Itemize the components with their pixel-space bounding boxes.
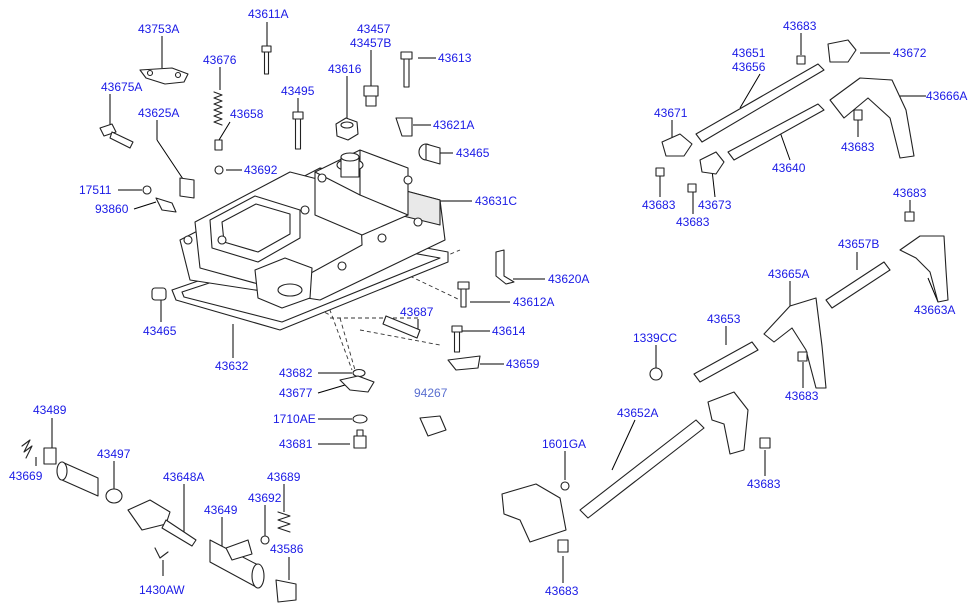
part-label: 43640 — [772, 161, 806, 175]
shift-rail-upper — [655, 39, 915, 193]
part-labels: 43753A 43611A 43457 43457B 43613 43676 4… — [9, 7, 967, 598]
part-label: 43683 — [747, 477, 781, 491]
part-label: 43656 — [732, 60, 766, 74]
part-label: 43632 — [215, 359, 249, 373]
part-label: 43614 — [492, 324, 526, 338]
part-label: 43658 — [230, 107, 264, 121]
part-label: 43652A — [617, 406, 658, 420]
select-lever-parts — [21, 439, 297, 603]
part-label: 43687 — [400, 305, 434, 319]
part-label: 43611A — [248, 7, 288, 21]
part-label: 43649 — [204, 503, 238, 517]
part-label: 43657B — [838, 237, 879, 251]
part-label: 43651 — [732, 46, 766, 60]
part-label: 43457 — [357, 22, 391, 36]
part-label: 43683 — [841, 140, 875, 154]
part-label: 43666A — [926, 89, 967, 103]
part-label: 43671 — [654, 106, 688, 120]
part-label: 43676 — [203, 53, 237, 67]
part-label: 43621A — [433, 118, 474, 132]
cover-small-parts — [99, 45, 515, 371]
part-label: 94267 — [414, 386, 448, 400]
part-label: 93860 — [95, 202, 129, 216]
part-label: 43457B — [350, 36, 391, 50]
part-label: 43631C — [475, 194, 517, 208]
part-label: 43586 — [270, 542, 304, 556]
part-label: 43465 — [143, 324, 177, 338]
part-label: 43689 — [267, 470, 301, 484]
part-label: 43683 — [785, 389, 819, 403]
part-label: 43613 — [438, 51, 472, 65]
part-label: 43692 — [248, 491, 282, 505]
shift-rail-lower — [501, 391, 771, 553]
part-label: 43682 — [279, 366, 313, 380]
part-label: 43648A — [163, 470, 204, 484]
part-label: 43495 — [281, 84, 315, 98]
part-label: 43683 — [642, 198, 676, 212]
part-label: 43672 — [893, 46, 927, 60]
part-label: 43616 — [328, 62, 362, 76]
part-label: 43612A — [513, 295, 554, 309]
leader-lines — [35, 22, 939, 583]
part-label: 43663A — [914, 303, 955, 317]
part-label: 43620A — [548, 272, 589, 286]
part-label: 43692 — [244, 163, 278, 177]
part-label: 43669 — [9, 469, 43, 483]
part-label: 43677 — [279, 386, 313, 400]
part-label: 43681 — [279, 437, 313, 451]
interlock-parts — [339, 368, 447, 449]
part-label: 43683 — [783, 19, 817, 33]
part-label: 43625A — [138, 106, 179, 120]
part-label: 43659 — [506, 357, 540, 371]
part-label: 43683 — [676, 215, 710, 229]
part-label: 17511 — [79, 183, 112, 197]
shift-control-cover — [171, 149, 449, 331]
part-label: 43653 — [707, 312, 741, 326]
part-label: 43753A — [138, 22, 179, 36]
part-label: 1601GA — [542, 437, 586, 451]
part-label: 1339CC — [633, 331, 677, 345]
part-label: 1430AW — [139, 583, 185, 597]
part-label: 43675A — [101, 80, 142, 94]
part-label: 43489 — [33, 403, 67, 417]
part-label: 1710AE — [273, 412, 316, 426]
shift-rail-middle — [649, 211, 949, 389]
part-label: 43497 — [97, 447, 131, 461]
part-label: 43683 — [893, 186, 927, 200]
part-label: 43665A — [768, 267, 809, 281]
part-label: 43673 — [698, 198, 732, 212]
part-label: 43465 — [456, 146, 490, 160]
part-label: 43683 — [545, 584, 579, 598]
